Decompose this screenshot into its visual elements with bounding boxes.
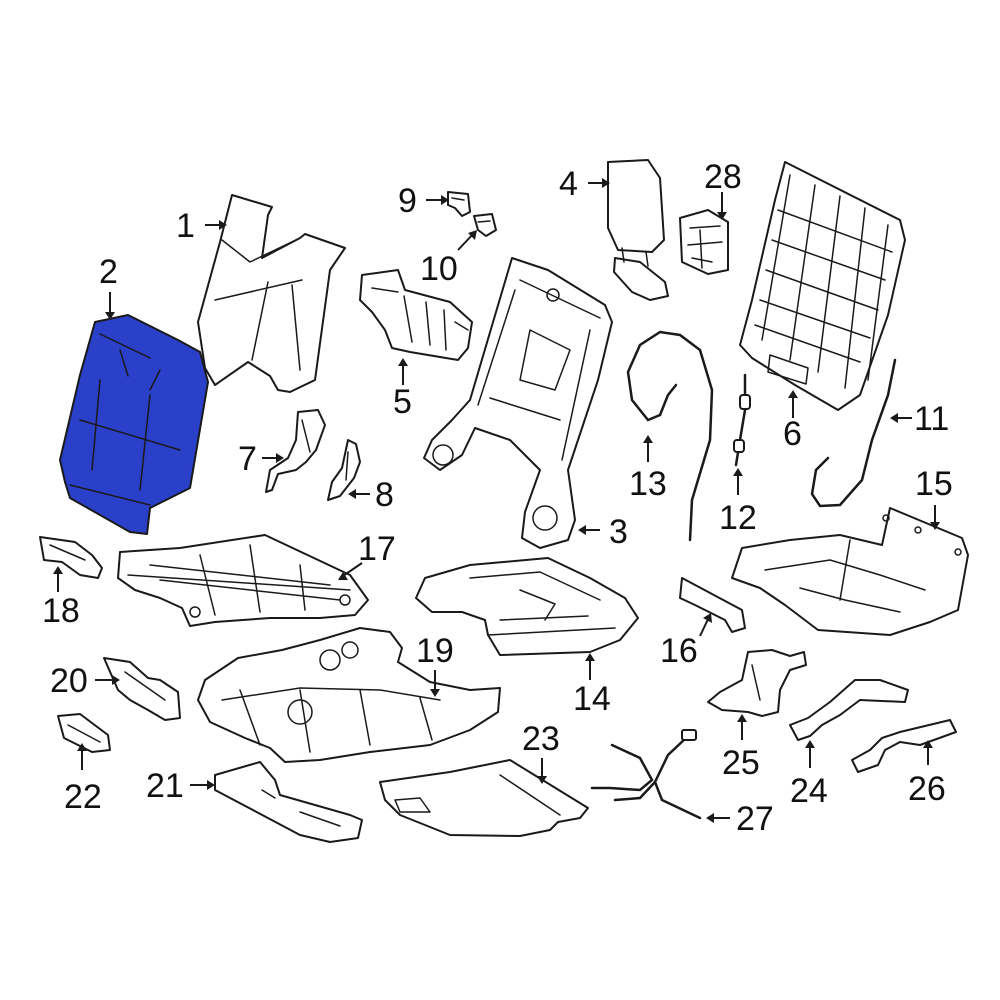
callout-28: 28	[704, 158, 742, 196]
part-16-trim[interactable]	[679, 577, 746, 633]
callout-18: 18	[42, 592, 80, 630]
callout-12: 12	[719, 499, 757, 537]
callout-arrowheads	[53, 178, 940, 823]
part-19-seat-base[interactable]	[197, 627, 501, 763]
part-27-wire-harness[interactable]	[590, 729, 702, 820]
part-6-seat-back-board[interactable]	[739, 161, 906, 411]
callout-7: 7	[238, 440, 257, 478]
callout-10: 10	[420, 250, 458, 288]
callout-25: 25	[722, 744, 760, 782]
part-1-seat-back-panel[interactable]	[197, 194, 346, 393]
callout-11: 11	[914, 400, 949, 438]
callout-22: 22	[64, 778, 102, 816]
part-23-cover-sheet[interactable]	[379, 759, 589, 837]
callout-20: 20	[50, 662, 88, 700]
part-3-seat-back-frame[interactable]	[423, 257, 613, 549]
callout-2: 2	[99, 253, 118, 291]
part-26-rail[interactable]	[851, 719, 957, 773]
callout-17: 17	[358, 530, 396, 568]
callout-27: 27	[736, 800, 774, 838]
part-25-bracket[interactable]	[707, 649, 807, 717]
part-8-hinge-bracket[interactable]	[327, 439, 361, 501]
callout-8: 8	[375, 476, 394, 514]
callout-14: 14	[573, 680, 611, 718]
callout-24: 24	[790, 772, 828, 810]
part-22-clip[interactable]	[57, 713, 111, 753]
callout-19: 19	[416, 632, 454, 670]
part-17-cushion-frame[interactable]	[117, 534, 369, 627]
callout-23: 23	[522, 720, 560, 758]
callout-21: 21	[146, 767, 184, 805]
callout-26: 26	[908, 770, 946, 808]
part-12-strap[interactable]	[733, 373, 751, 467]
part-18-bracket[interactable]	[39, 536, 103, 579]
part-9-clip[interactable]	[447, 191, 471, 217]
part-7-hinge-cover[interactable]	[265, 409, 326, 493]
part-24-bracket[interactable]	[789, 679, 909, 741]
callout-15: 15	[915, 465, 953, 503]
part-13-release-cable[interactable]	[626, 330, 714, 542]
callout-1: 1	[176, 207, 195, 245]
part-10-clip[interactable]	[473, 213, 497, 237]
callout-3: 3	[609, 513, 628, 551]
callout-4: 4	[559, 165, 578, 203]
callout-6: 6	[783, 415, 802, 453]
callout-5: 5	[393, 383, 412, 421]
callout-13: 13	[629, 465, 667, 503]
callout-labels: 1 2 3 4 5 6 7 8 9 10 11 12 13 14 15 16 1…	[42, 158, 953, 838]
callout-16: 16	[660, 632, 698, 670]
part-5-bracket-assembly[interactable]	[359, 269, 473, 361]
part-11-cable[interactable]	[810, 358, 897, 508]
part-15-seat-cushion[interactable]	[731, 507, 969, 636]
part-4-headrest[interactable]	[607, 159, 669, 301]
part-21-trim-panel[interactable]	[214, 761, 363, 843]
callout-9: 9	[398, 182, 417, 220]
part-20-side-cover[interactable]	[103, 657, 181, 721]
part-2-seat-back-pad[interactable]	[59, 314, 209, 535]
part-28-latch[interactable]	[679, 209, 729, 275]
part-14-seat-cushion-frame[interactable]	[415, 557, 639, 656]
